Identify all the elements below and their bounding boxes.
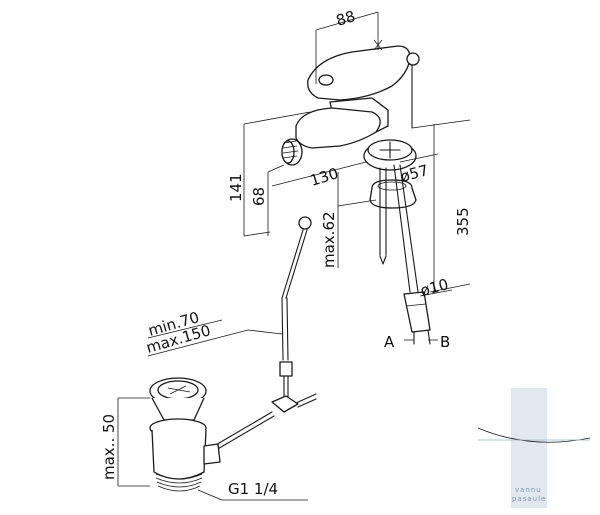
spout [295, 107, 381, 149]
dim-88: 88 [334, 7, 358, 30]
pull-rod-2 [281, 297, 284, 361]
dim-68: 68 [250, 187, 268, 206]
watermark-bar [511, 388, 547, 508]
waste-plug-stem [151, 397, 205, 421]
lift-knob [406, 52, 420, 66]
washer-hole [377, 181, 407, 191]
dim-max50: max.. 50 [100, 414, 118, 480]
supply-hose-b [399, 164, 419, 293]
waste-lever [213, 411, 273, 447]
pull-rod-1 [281, 229, 304, 299]
rod-coupling [279, 361, 293, 377]
dimension-lines [117, 11, 471, 501]
waste-body [151, 429, 207, 480]
handle-pivot [318, 74, 334, 86]
rod-clamp [271, 395, 299, 413]
dim-g1-1-4: G1 1/4 [228, 480, 278, 498]
hose-fitting [403, 291, 431, 333]
rod-clamp-arm [295, 393, 317, 404]
dim-130: 130 [308, 164, 341, 190]
handle-lever [307, 45, 411, 101]
waste-thread [155, 473, 203, 492]
watermark-logo: vannu pasaule [477, 388, 591, 508]
aerator [281, 138, 303, 166]
dim-max62: max.62 [320, 211, 338, 268]
waste-lever-socket [203, 443, 221, 465]
popup-waste [149, 377, 221, 492]
supply-hose-a [393, 164, 411, 293]
connection-a-label: A [384, 333, 395, 351]
dim-d10: ø10 [418, 275, 450, 300]
rod-knob [298, 216, 312, 230]
watermark-text-2: pasaule [512, 495, 546, 503]
connection-b-label: B [440, 333, 450, 351]
watermark-text-1: vannu [515, 486, 542, 494]
mixer-body [281, 45, 431, 345]
dim-141: 141 [227, 173, 245, 202]
dim-355: 355 [454, 207, 472, 236]
lift-rod-linkage [213, 216, 317, 451]
